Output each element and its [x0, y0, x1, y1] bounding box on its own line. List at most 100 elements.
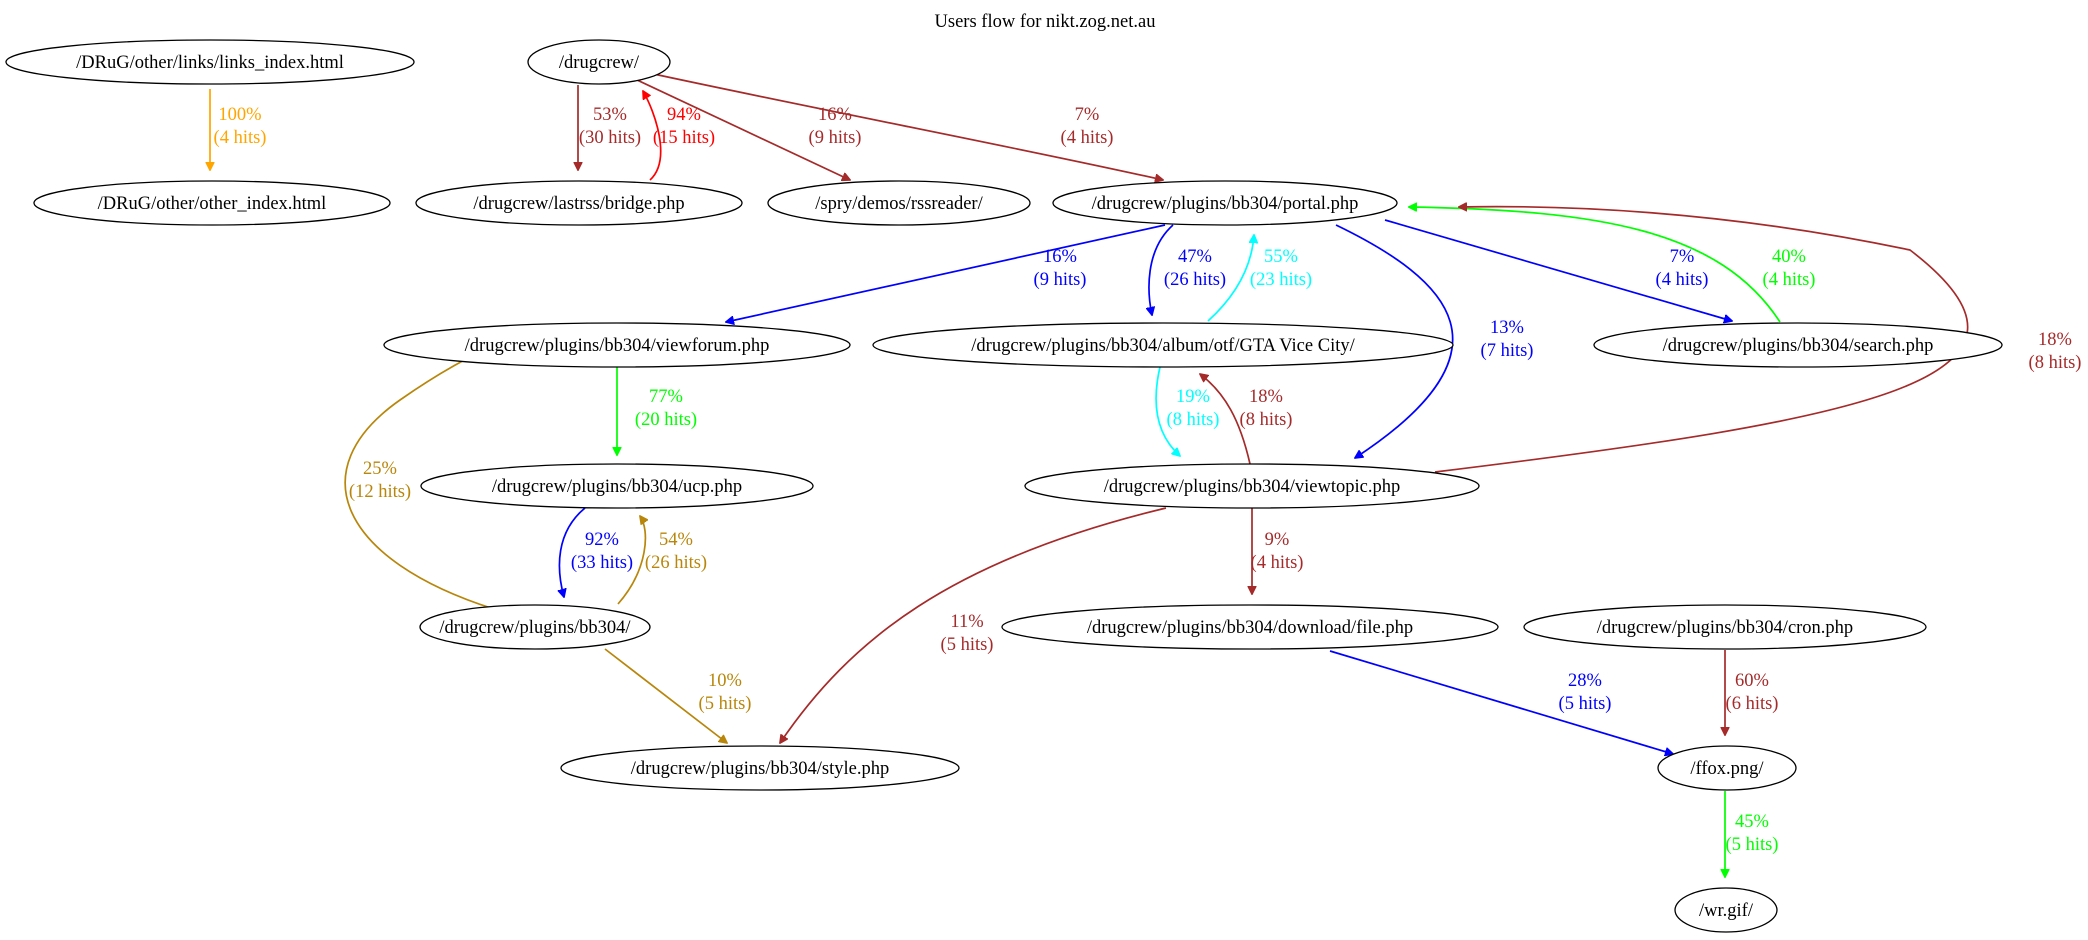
edge-hits-label: (9 hits)	[809, 128, 862, 148]
node-portal: /drugcrew/plugins/bb304/portal.php	[1052, 180, 1398, 226]
node-cron: /drugcrew/plugins/bb304/cron.php	[1523, 604, 1927, 650]
edge-percent-label: 7%	[1670, 247, 1695, 267]
node-label: /drugcrew/plugins/bb304/album/otf/GTA Vi…	[971, 336, 1355, 356]
edge-portal-to-viewforum: 16%(9 hits)	[726, 224, 1166, 322]
edge-hits-label: (4 hits)	[1251, 553, 1304, 573]
edge-percent-label: 13%	[1490, 318, 1524, 338]
edge-drugcrew-to-bridge: 53%(30 hits)	[578, 85, 641, 170]
edge-percent-label: 92%	[585, 530, 619, 550]
edge-line	[648, 72, 1163, 180]
edge-hits-label: (4 hits)	[214, 128, 267, 148]
edge-hits-label: (4 hits)	[1061, 128, 1114, 148]
diagram-title: Users flow for nikt.zog.net.au	[935, 12, 1156, 32]
edge-bb304-to-viewforum: 25%(12 hits)	[344, 340, 505, 610]
edge-line	[1335, 224, 1454, 458]
node-download: /drugcrew/plugins/bb304/download/file.ph…	[1001, 604, 1499, 650]
edge-percent-label: 9%	[1265, 530, 1290, 550]
edge-percent-label: 47%	[1178, 247, 1212, 267]
edge-line	[617, 516, 645, 605]
node-shape	[5, 39, 415, 85]
edge-percent-label: 60%	[1735, 671, 1769, 691]
edge-hits-label: (8 hits)	[1240, 410, 1293, 430]
node-label: /drugcrew/plugins/bb304/style.php	[631, 759, 889, 779]
node-shape	[767, 180, 1031, 226]
node-label: /drugcrew/lastrss/bridge.php	[473, 194, 684, 214]
edge-gta-to-viewtopic: 19% (8 hits)	[1155, 366, 1220, 456]
node-label: /ffox.png/	[1690, 759, 1764, 779]
edge-portal-to-search: 7% (4 hits)	[1384, 219, 1732, 321]
edge-percent-label: 40%	[1772, 247, 1806, 267]
node-search: /drugcrew/plugins/bb304/search.php	[1593, 322, 2003, 368]
edge-percent-label: 18%	[1249, 387, 1283, 407]
edge-line	[1409, 207, 1781, 323]
edge-download-to-ffox: 28%(5 hits)	[1329, 650, 1673, 754]
node-shape	[872, 322, 1454, 368]
edge-hits-label: (9 hits)	[1034, 270, 1087, 290]
edge-percent-label: 100%	[218, 105, 261, 125]
edge-line	[559, 507, 586, 597]
node-shape	[33, 180, 391, 226]
edge-viewtopic-to-download: 9% (4 hits)	[1251, 508, 1304, 594]
edge-hits-label: (5 hits)	[1726, 835, 1779, 855]
edge-ffox-to-wr: 45% (5 hits)	[1725, 791, 1778, 877]
node-shape	[419, 604, 651, 650]
node-label: /drugcrew/plugins/bb304/search.php	[1663, 336, 1934, 356]
edge-hits-label: (8 hits)	[2029, 353, 2082, 373]
node-other_index: /DRuG/other/other_index.html	[33, 180, 391, 226]
node-label: /drugcrew/plugins/bb304/viewforum.php	[465, 336, 770, 356]
node-label: /drugcrew/plugins/bb304/viewtopic.php	[1104, 477, 1400, 497]
edge-line	[1434, 207, 1969, 473]
edge-percent-label: 7%	[1075, 105, 1100, 125]
edge-line	[1384, 219, 1732, 321]
node-rssreader: /spry/demos/rssreader/	[767, 180, 1031, 226]
node-shape	[383, 322, 851, 368]
edge-hits-label: (8 hits)	[1167, 410, 1220, 430]
edge-viewtopic-to-style: 11%(5 hits)	[780, 507, 1167, 743]
edge-line	[780, 507, 1167, 743]
node-shape	[415, 180, 743, 226]
edge-line	[1149, 224, 1174, 315]
edge-cron-to-ffox: 60%(6 hits)	[1725, 650, 1778, 735]
edge-hits-label: (12 hits)	[349, 482, 411, 502]
node-shape	[1024, 463, 1480, 509]
edge-hits-label: (5 hits)	[1559, 694, 1612, 714]
node-label: /drugcrew/plugins/bb304/portal.php	[1092, 194, 1359, 214]
edge-bridge-to-drugcrew: 94%(15 hits)	[643, 91, 715, 181]
edge-hits-label: (4 hits)	[1763, 270, 1816, 290]
edge-gta-to-portal: 55%(23 hits)	[1207, 235, 1312, 322]
edge-portal-to-viewtopic: 13% (7 hits)	[1335, 224, 1534, 458]
edge-percent-label: 54%	[659, 530, 693, 550]
node-shape	[420, 463, 814, 509]
node-label: /wr.gif/	[1699, 901, 1754, 921]
node-shape	[1523, 604, 1927, 650]
edge-viewtopic-to-portal: 18% (8 hits)	[1434, 207, 2082, 473]
node-ucp: /drugcrew/plugins/bb304/ucp.php	[420, 463, 814, 509]
node-label: /drugcrew/plugins/bb304/	[439, 618, 631, 638]
node-shape	[560, 745, 960, 791]
node-ffox: /ffox.png/	[1657, 745, 1797, 791]
node-viewforum: /drugcrew/plugins/bb304/viewforum.php	[383, 322, 851, 368]
edge-line	[1200, 374, 1251, 465]
node-bridge: /drugcrew/lastrss/bridge.php	[415, 180, 743, 226]
node-shape	[1001, 604, 1499, 650]
edge-bb304-to-ucp: 54%(26 hits)	[617, 516, 707, 605]
edge-hits-label: (7 hits)	[1481, 341, 1534, 361]
edge-percent-label: 18%	[2038, 330, 2072, 350]
edge-line	[643, 91, 662, 181]
edge-bb304-to-style: 10%(5 hits)	[604, 648, 751, 743]
edge-ucp-to-bb304: 92%(33 hits)	[559, 507, 633, 597]
node-shape	[1052, 180, 1398, 226]
edge-line	[726, 224, 1166, 322]
node-label: /drugcrew/	[559, 53, 640, 73]
node-shape	[1593, 322, 2003, 368]
edge-hits-label: (23 hits)	[1250, 270, 1312, 290]
node-label: /spry/demos/rssreader/	[815, 194, 983, 214]
edge-drugcrew-to-portal: 7% (4 hits)	[648, 72, 1163, 180]
edge-hits-label: (4 hits)	[1656, 270, 1709, 290]
edge-percent-label: 45%	[1735, 812, 1769, 832]
edge-portal-to-gta: 47%(26 hits)	[1149, 224, 1226, 315]
edge-line	[604, 648, 727, 743]
edge-percent-label: 19%	[1176, 387, 1210, 407]
edge-links_index-to-other_index: 100% (4 hits)	[210, 89, 266, 170]
node-style: /drugcrew/plugins/bb304/style.php	[560, 745, 960, 791]
